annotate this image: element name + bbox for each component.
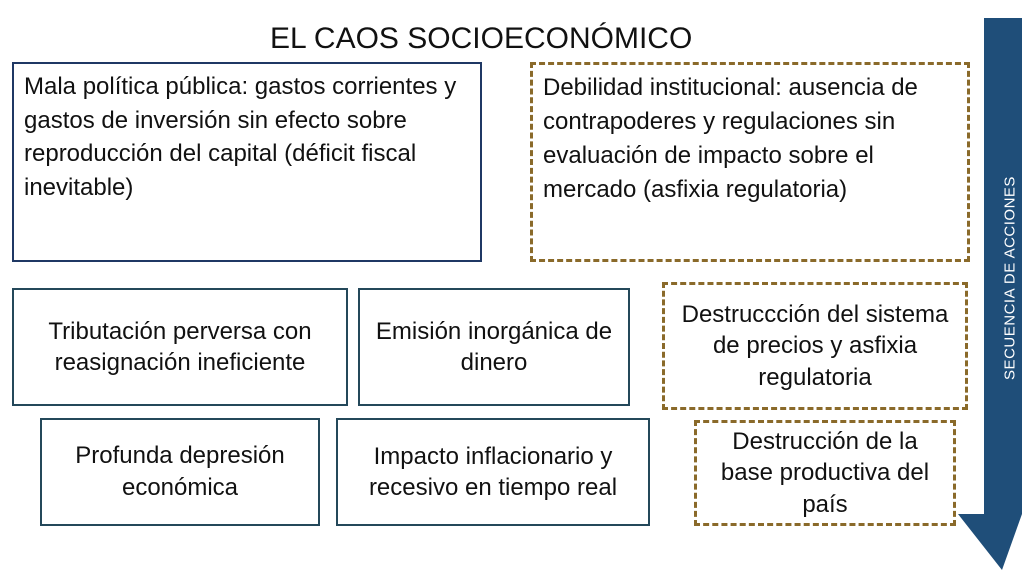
box-debilidad-text: Debilidad institucional: ausencia de con… [543, 74, 918, 204]
box-emision: Emisión inorgánica de dinero [358, 288, 630, 406]
box-destruccion-base: Destrucción de la base productiva del pa… [694, 420, 956, 526]
box-tributacion-text: Tributación perversa con reasignación in… [48, 317, 312, 376]
down-arrow-icon [958, 18, 1022, 570]
sequence-label: SECUENCIA DE ACCIONES [1001, 176, 1019, 380]
box-debilidad-institucional: Debilidad institucional: ausencia de con… [530, 62, 970, 262]
box-destruccion-base-text: Destrucción de la base productiva del pa… [720, 428, 930, 518]
box-emision-text: Emisión inorgánica de dinero [375, 317, 613, 376]
box-impacto-text: Impacto inflacionario y recesivo en tiem… [368, 442, 618, 501]
box-mala-politica: Mala política pública: gastos corrientes… [12, 62, 482, 262]
box-impacto: Impacto inflacionario y recesivo en tiem… [336, 418, 650, 526]
box-destruccion-precios-text: Destruccción del sistema de precios y as… [681, 301, 949, 391]
page-title: EL CAOS SOCIOECONÓMICO [270, 22, 693, 55]
sequence-arrow-shape [958, 18, 1022, 570]
box-mala-politica-text: Mala política pública: gastos corrientes… [24, 73, 457, 201]
box-depresion-text: Profunda depresión económica [75, 441, 285, 501]
box-tributacion: Tributación perversa con reasignación in… [12, 288, 348, 406]
box-destruccion-precios: Destruccción del sistema de precios y as… [662, 282, 968, 410]
box-depresion: Profunda depresión económica [40, 418, 320, 526]
